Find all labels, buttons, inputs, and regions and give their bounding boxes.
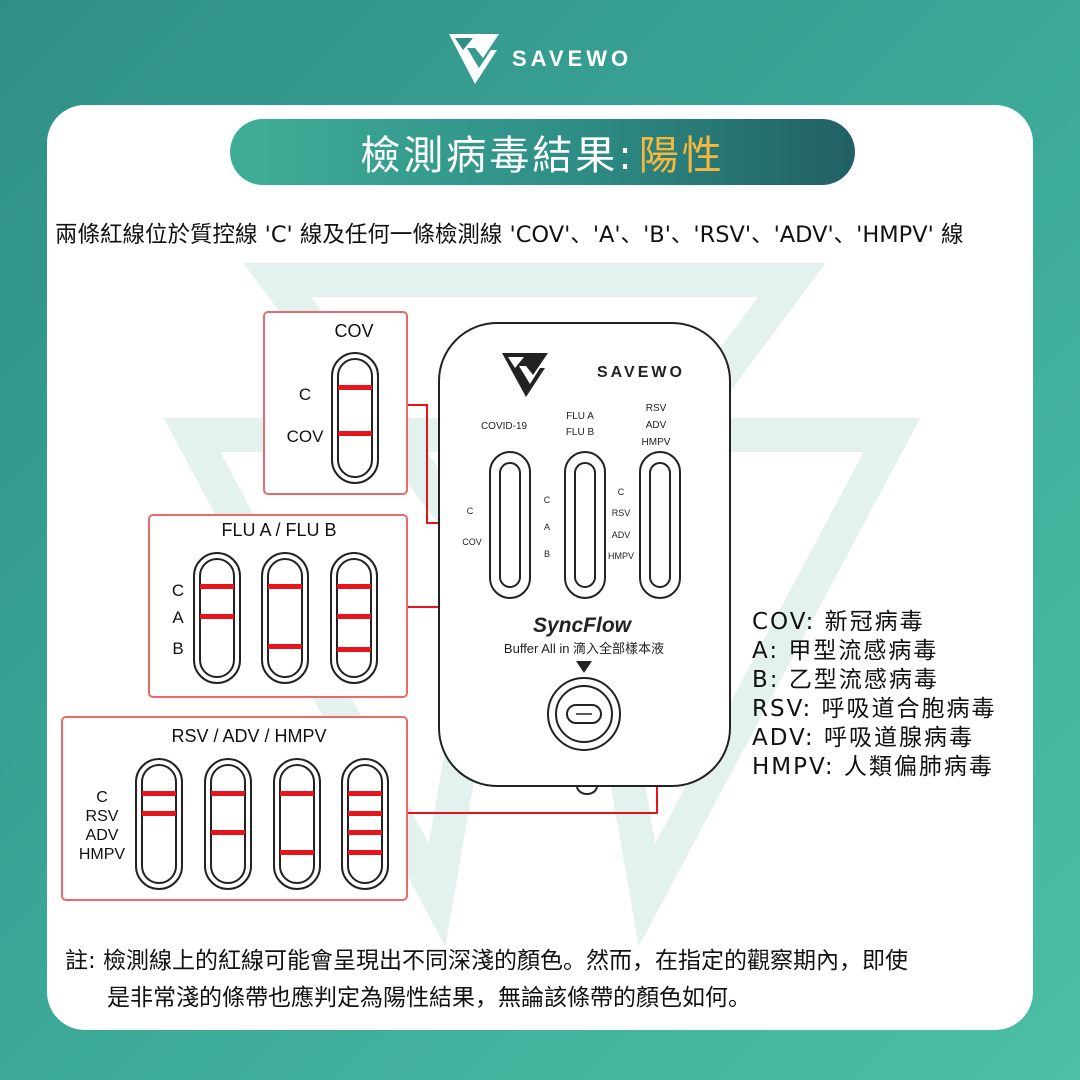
- window-rsv-marker-adv: ADV: [612, 530, 631, 540]
- product-name: SyncFlow: [533, 614, 633, 637]
- title-result: 陽性: [638, 133, 725, 179]
- window-rsv-header-hmpv: HMPV: [642, 437, 671, 448]
- footnote: 註: 檢測線上的紅線可能會呈現出不同深淺的顏色。然而，在指定的觀察期內，即使 是…: [65, 943, 1005, 1017]
- brand-name: SAVEWO: [512, 46, 632, 71]
- panel-flu-title: FLU A / FLU B: [221, 520, 336, 540]
- savewo-logo-icon: [449, 34, 499, 84]
- window-flu-header-b: FLU B: [566, 427, 595, 438]
- panel-cov-title: COV: [334, 321, 373, 341]
- positive-lines: [200, 584, 371, 652]
- panel-rsv-label-hmpv: HMPV: [79, 846, 126, 863]
- window-rsv-header-rsv: RSV: [646, 403, 667, 414]
- footnote-line-1: 註: 檢測線上的紅線可能會呈現出不同深淺的顏色。然而，在指定的觀察期內，即使: [65, 948, 909, 974]
- legend-item-hmpv: HMPV: 人類偏肺病毒: [752, 754, 994, 780]
- positive-lines: [338, 385, 372, 436]
- panel-rsv: RSV / ADV / HMPV C RSV ADV HMPV: [61, 716, 408, 901]
- panel-rsv-label-adv: ADV: [86, 827, 119, 844]
- panel-flu: FLU A / FLU B C A B: [148, 514, 408, 698]
- panel-rsv-label-c: C: [96, 789, 108, 806]
- result-title: 檢測病毒結果: 陽性: [230, 119, 855, 185]
- brand-header: SAVEWO: [0, 22, 1080, 86]
- window-flu: [564, 451, 606, 599]
- legend-item-b: B: 乙型流感病毒: [752, 667, 939, 693]
- window-rsv-marker-hmpv: HMPV: [608, 551, 634, 561]
- panel-rsv-label-rsv: RSV: [86, 808, 119, 825]
- legend-item-a: A: 甲型流感病毒: [752, 638, 939, 664]
- result-card: 檢測病毒結果: 陽性 兩條紅線位於質控線 'C' 線及任何一條檢測線 'COV'…: [47, 105, 1033, 1030]
- device-logo-icon: [502, 353, 548, 397]
- legend-item-cov: COV: 新冠病毒: [752, 609, 925, 635]
- window-rsv-header-adv: ADV: [646, 420, 667, 431]
- window-rsv-marker-c: C: [618, 487, 625, 497]
- window-flu-marker-a: A: [544, 522, 550, 532]
- strip: [341, 758, 389, 890]
- footnote-line-2: 是非常淺的條帶也應判定為陽性結果，無論該條帶的顏色如何。: [107, 985, 751, 1011]
- panel-flu-label-c: C: [172, 581, 184, 600]
- strip: [261, 552, 309, 684]
- arrow-down-icon: [576, 661, 592, 673]
- test-device: SAVEWO COVID-19 FLU A FLU B RSV ADV HMPV…: [438, 322, 731, 795]
- panel-cov: COV C COV: [263, 311, 408, 495]
- legend-item-rsv: RSV: 呼吸道合胞病毒: [752, 696, 997, 722]
- strip: [135, 758, 183, 890]
- window-flu-marker-b: B: [544, 549, 550, 559]
- window-covid-marker-c: C: [467, 506, 474, 516]
- panel-flu-label-a: A: [172, 608, 184, 627]
- panel-rsv-title: RSV / ADV / HMPV: [171, 726, 326, 746]
- window-rsv: [639, 451, 681, 599]
- legend-item-adv: ADV: 呼吸道腺病毒: [752, 725, 974, 751]
- device-brand: SAVEWO: [597, 364, 685, 381]
- title-prefix: 檢測病毒結果:: [360, 133, 635, 179]
- window-rsv-marker-rsv: RSV: [612, 508, 631, 518]
- window-covid-marker-cov: COV: [462, 537, 482, 547]
- strip: [273, 758, 321, 890]
- strip: [204, 758, 252, 890]
- savewo-logo: SAVEWO: [449, 34, 632, 84]
- window-covid: [489, 451, 531, 599]
- test-diagram: COV C COV FLU A / FLU B C A B: [61, 311, 731, 901]
- panel-flu-label-b: B: [172, 639, 183, 658]
- positive-lines: [142, 791, 382, 855]
- panel-cov-label-cov: COV: [287, 427, 325, 446]
- legend: COV: 新冠病毒 A: 甲型流感病毒 B: 乙型流感病毒 RSV: 呼吸道合胞…: [752, 608, 997, 782]
- window-flu-header-a: FLU A: [566, 411, 594, 422]
- panel-cov-label-c: C: [299, 385, 311, 404]
- buffer-instruction: Buffer All in 滴入全部樣本液: [504, 641, 664, 656]
- result-description: 兩條紅線位於質控線 'C' 線及任何一條檢測線 'COV'、'A'、'B'、'R…: [55, 222, 964, 248]
- window-flu-marker-c: C: [544, 495, 551, 505]
- strip: [331, 352, 379, 484]
- window-covid-header: COVID-19: [481, 421, 528, 432]
